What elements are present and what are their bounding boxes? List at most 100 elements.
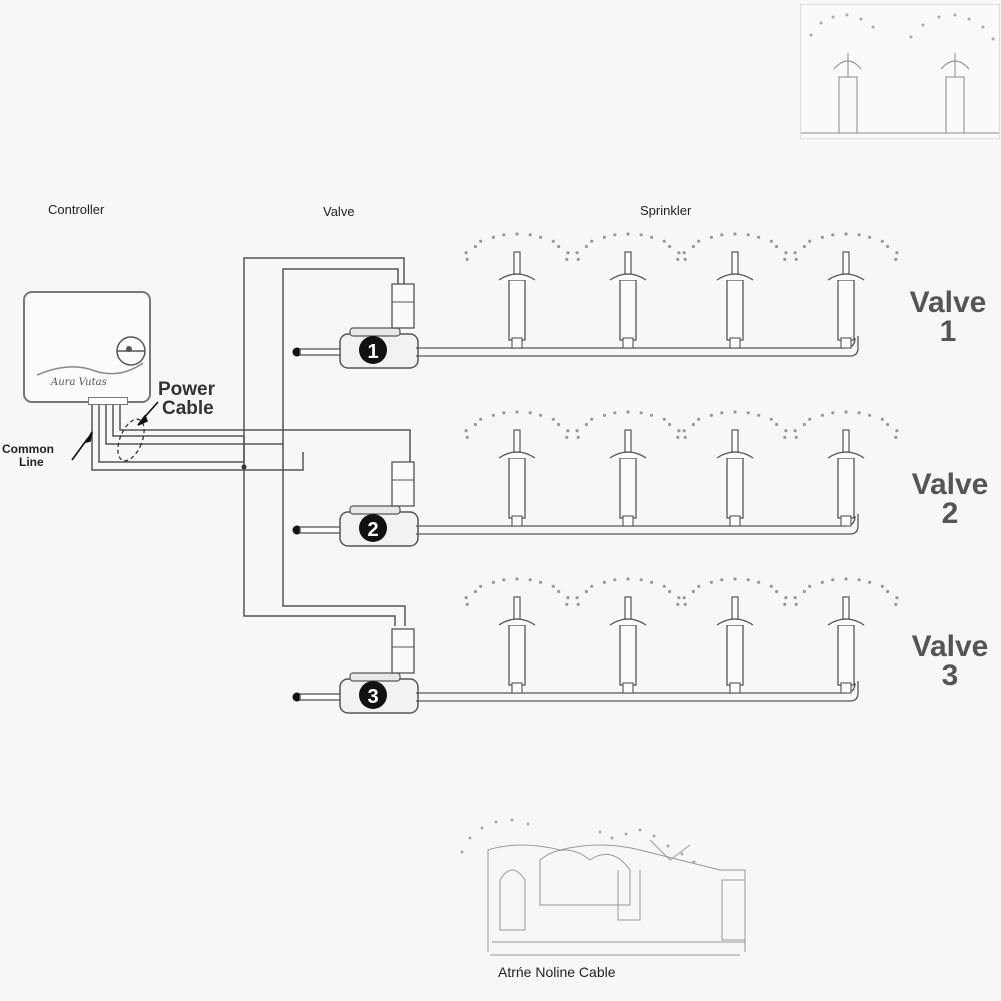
- inlet-pipe-1: [299, 348, 343, 356]
- sprinkler-riser-1-3: [729, 337, 741, 349]
- spray-dot: [783, 257, 787, 261]
- valve-badge-3: [359, 681, 387, 709]
- valve-badge-number-3: 3: [367, 686, 378, 708]
- sprinkler-cap-3-2: [609, 618, 647, 626]
- spray-dot: [575, 251, 579, 255]
- spray-dot: [793, 251, 797, 255]
- sprinkler-body-3-4: [837, 624, 855, 686]
- spray-dot: [784, 596, 788, 600]
- spray-dot: [650, 413, 654, 417]
- spray-dot: [733, 410, 737, 414]
- sprinkler-2-1: [464, 410, 570, 527]
- controller-dial-icon: [36, 336, 146, 376]
- spray-dot: [757, 413, 761, 417]
- spray-dot: [613, 411, 617, 415]
- spray-dot: [783, 435, 787, 439]
- spray-dot: [502, 578, 506, 582]
- spray-dot: [557, 589, 561, 594]
- spray-dot: [769, 417, 773, 421]
- spray-dot: [668, 422, 672, 427]
- spray-dot: [775, 422, 779, 427]
- sprinkler-riser-2-1: [511, 515, 523, 527]
- valve-label-3-number: 3: [941, 659, 959, 692]
- spray-dot: [602, 235, 607, 239]
- spray-dot: [576, 435, 580, 439]
- solenoid-1: [391, 283, 415, 329]
- spray-dot: [757, 235, 761, 239]
- spray-dot: [880, 417, 884, 421]
- sprinkler-body-2-3: [726, 457, 744, 519]
- spray-dot: [720, 233, 724, 237]
- spray-dot: [502, 411, 506, 415]
- power-cable-marker: [117, 418, 145, 462]
- spray-dot: [668, 244, 672, 249]
- valve-label-2-word: Valve: [911, 468, 989, 501]
- heading-sprinkler: Sprinkler: [640, 203, 692, 218]
- spray-dot: [626, 577, 630, 581]
- spray-dot: [682, 429, 686, 433]
- spray-dot: [709, 235, 714, 239]
- common-line-label-line1: Common: [2, 442, 54, 456]
- spray-dot: [794, 435, 798, 439]
- spray-dot: [576, 257, 580, 261]
- heading-valve: Valve: [323, 204, 355, 219]
- spray-dot: [479, 239, 483, 243]
- sprinkler-3-4: [793, 577, 899, 694]
- sprinkler-1-4: [793, 232, 899, 349]
- sprinkler-3-1: [464, 577, 570, 694]
- sprinkler-riser-2-4: [840, 515, 852, 527]
- spray-dot: [691, 589, 696, 594]
- spray-dot: [720, 578, 724, 582]
- sprinkler-nozzle-1-2: [624, 251, 632, 275]
- sprinkler-body-2-1: [508, 457, 526, 519]
- sprinkler-2-2: [575, 410, 681, 527]
- spray-dot: [802, 589, 807, 594]
- spray-dot: [565, 602, 569, 607]
- spray-dot: [515, 232, 519, 236]
- spray-dot: [551, 417, 555, 421]
- valve-label-2-number: 2: [941, 497, 959, 530]
- sprinkler-nozzle-3-1: [513, 596, 521, 620]
- spray-dot: [746, 233, 750, 237]
- zone-3: 3: [292, 577, 899, 714]
- sprinkler-riser-1-1: [511, 337, 523, 349]
- spray-dot: [769, 584, 773, 588]
- valve-badge-number-2: 2: [367, 519, 378, 541]
- spray-dot: [528, 411, 532, 415]
- spray-dot: [602, 580, 607, 584]
- spray-dot: [551, 239, 555, 243]
- spray-dot: [626, 232, 630, 236]
- spray-dot: [650, 235, 654, 239]
- power-cable-label-line1: Power: [158, 379, 216, 400]
- spray-dot: [802, 422, 807, 427]
- spray-dot: [677, 251, 681, 255]
- spray-dot: [894, 602, 898, 607]
- spray-dot: [602, 413, 607, 417]
- spray-dot: [491, 580, 495, 584]
- sprinkler-2-4: [793, 410, 899, 527]
- valve-label-3: Valve 3: [900, 632, 1000, 692]
- pipe-bottom-edge-1: [416, 336, 859, 357]
- sprinkler-body-2-4: [837, 457, 855, 519]
- spray-dot: [676, 602, 680, 607]
- spray-dot: [677, 596, 681, 600]
- spray-dot: [775, 244, 779, 249]
- valve-badge-2: [359, 514, 387, 542]
- sprinkler-nozzle-3-4: [842, 596, 850, 620]
- sprinkler-nozzle-2-3: [731, 429, 739, 453]
- sprinkler-cap-1-2: [609, 273, 647, 281]
- spray-dot: [769, 239, 773, 243]
- sprinkler-riser-3-1: [511, 682, 523, 694]
- sprinkler-3-3: [682, 577, 788, 694]
- spray-dot: [551, 584, 555, 588]
- heading-controller: Controller: [48, 202, 105, 217]
- spray-dot: [515, 577, 519, 581]
- spray-dot: [515, 410, 519, 414]
- spray-dot: [733, 232, 737, 236]
- pipe-bottom-edge-2: [416, 514, 859, 535]
- sprinkler-riser-3-4: [840, 682, 852, 694]
- spray-dot: [691, 244, 696, 249]
- spray-dot: [784, 251, 788, 255]
